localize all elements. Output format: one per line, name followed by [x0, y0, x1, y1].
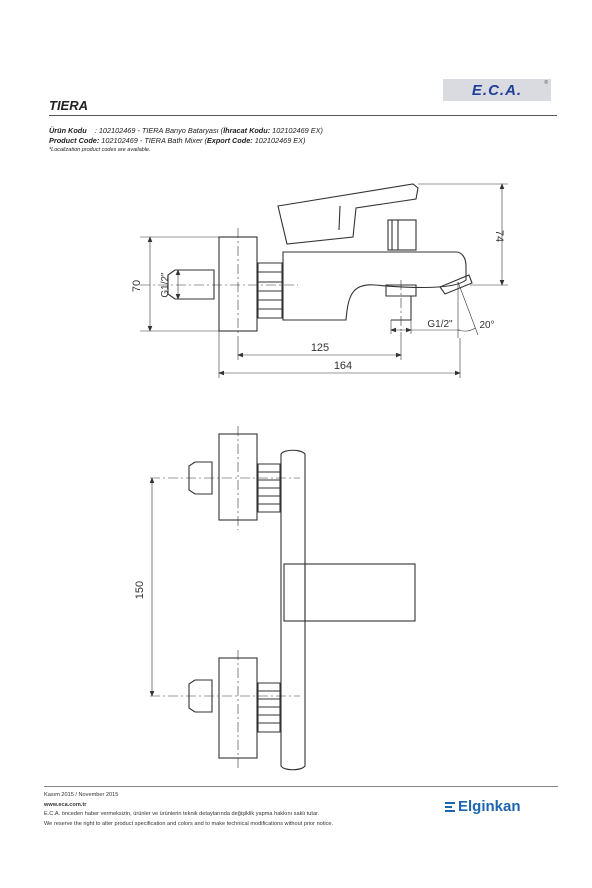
dim-angle [457, 281, 479, 338]
footer-disclaimer-tr: E.C.A. önceden haber vermeksizin, ürünle… [44, 811, 320, 817]
dim-thread-bottom [390, 320, 460, 334]
elginkan-wordmark: Elginkan [458, 798, 521, 815]
top-mixer-body [280, 449, 306, 771]
side-diverter-knob [387, 219, 417, 251]
dim-thread-left [175, 269, 181, 300]
eca-logo: E.C.A. ® [443, 79, 551, 101]
footer-date: Kasım 2015 / November 2015 [44, 792, 119, 798]
dim-164 [218, 331, 461, 378]
elginkan-logo: Elginkan [445, 798, 521, 815]
side-hex-nut [257, 262, 283, 319]
dim-74-label: 74 [493, 230, 505, 242]
thread-left-label: G1/2" [160, 272, 171, 298]
tr-code-label: Ürün Kodu [49, 126, 87, 135]
side-inlet-elbow [167, 269, 215, 300]
turkish-code-line: Ürün Kodu : 102102469 - TIERA Banyo Bata… [49, 126, 323, 136]
side-centerlines [140, 228, 402, 342]
top-lower-hex-nut [257, 682, 281, 733]
header-divider [49, 115, 557, 116]
top-spout [283, 563, 416, 622]
top-upper-hex-nut [257, 463, 281, 513]
product-title: TIERA [49, 98, 88, 113]
english-code-line: Product Code: 102102469 - TIERA Bath Mix… [49, 136, 323, 146]
dim-164-label: 164 [334, 360, 352, 372]
thread-bottom-label: G1/2" [427, 319, 453, 330]
side-mixer-body [282, 251, 467, 321]
en-export-label: Export Code: [206, 136, 253, 145]
tr-export-label: İhracat Kodu: [223, 126, 271, 135]
footer-divider [44, 786, 558, 787]
footer-website-link[interactable]: www.eca.com.tr [44, 801, 87, 808]
dim-70 [140, 236, 219, 332]
angle-label: 20° [479, 320, 494, 331]
product-codes: Ürün Kodu : 102102469 - TIERA Banyo Bata… [49, 126, 323, 154]
tr-export-value: 102102469 EX) [270, 126, 323, 135]
dim-125 [237, 332, 402, 360]
side-spout-tip [439, 274, 473, 295]
side-diverter-lines [391, 220, 399, 250]
dim-74 [418, 183, 508, 286]
en-code-label: Product Code: [49, 136, 100, 145]
side-lever-ridge [338, 205, 341, 231]
dim-125-label: 125 [311, 342, 329, 354]
side-view: 70 G1/2" 74 G1/2" 20° [131, 183, 508, 378]
en-export-value: 102102469 EX) [252, 136, 306, 145]
localization-note: *Localization product codes are availabl… [49, 147, 151, 153]
dim-70-label: 70 [131, 280, 143, 292]
footer-disclaimer-en: We reserve the right to alter product sp… [44, 820, 334, 827]
elginkan-mark-icon [445, 801, 455, 813]
side-lever-handle [277, 183, 419, 245]
dim-150 [149, 477, 155, 697]
top-view: 150 [134, 426, 416, 771]
tr-code-value: : 102102469 - TIERA Banyo Bataryası ( [94, 126, 224, 135]
eca-logo-text: E.C.A. [471, 81, 523, 99]
top-centerlines [150, 426, 300, 768]
en-code-value: 102102469 - TIERA Bath Mixer ( [99, 136, 207, 145]
registered-mark: ® [544, 80, 548, 86]
dim-150-label: 150 [134, 581, 146, 599]
footer-text: Kasım 2015 / November 2015 www.eca.com.t… [44, 791, 333, 829]
